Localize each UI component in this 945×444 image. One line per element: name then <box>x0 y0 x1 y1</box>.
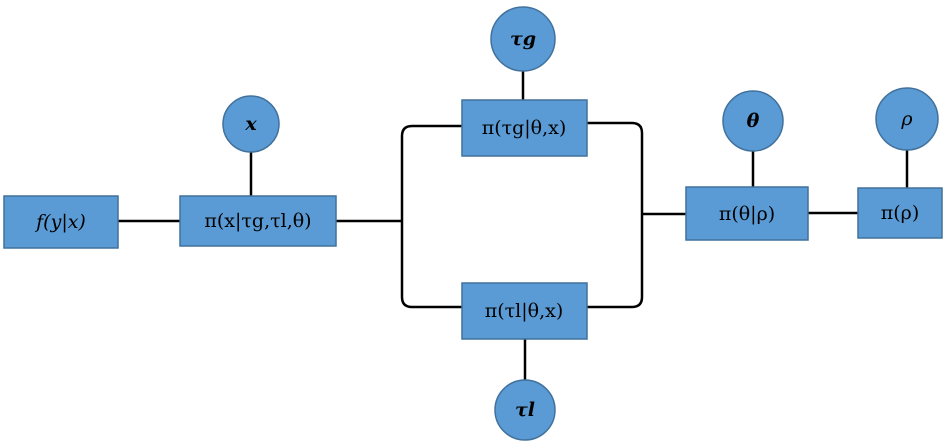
likelihood-label: f(y|x) <box>34 211 86 233</box>
tau-l-prior-label: π(τl|θ,x) <box>485 300 564 322</box>
rho-prior-box: π(ρ) <box>857 187 943 239</box>
rho-prior-box-rect <box>857 187 943 239</box>
theta-node-circle <box>722 90 784 152</box>
tau-l-prior-box-rect <box>461 282 588 340</box>
likelihood-box: f(y|x) <box>3 195 119 249</box>
tau-g-prior-box-rect <box>461 99 588 157</box>
rho-node-label: ρ <box>900 108 913 130</box>
x-node: x <box>222 95 280 153</box>
rho-prior-label: π(ρ) <box>881 202 919 224</box>
likelihood-box-rect <box>3 195 119 249</box>
rho-node-circle <box>875 87 939 151</box>
theta-prior-box-rect <box>685 186 809 241</box>
tau-l-node-circle <box>494 379 556 441</box>
theta-prior-label: π(θ|ρ) <box>719 203 775 225</box>
tau-g-prior-box: π(τg|θ,x) <box>461 99 588 157</box>
tau-g-node-circle <box>490 6 556 72</box>
left-bracket <box>400 124 462 309</box>
theta-node-label: θ <box>747 110 760 132</box>
connectors <box>118 70 909 382</box>
tau-g-node: τg <box>490 6 556 72</box>
x-prior-box-rect <box>179 195 337 247</box>
tau-l-node: τl <box>494 379 556 441</box>
x-node-circle <box>222 95 280 153</box>
tau-l-prior-box: π(τl|θ,x) <box>461 282 588 340</box>
theta-node: θ <box>722 90 784 152</box>
x-prior-label: π(x|τg,τl,θ) <box>204 210 311 232</box>
rho-node: ρ <box>875 87 939 151</box>
theta-prior-box: π(θ|ρ) <box>685 186 809 241</box>
tau-g-prior-label: π(τg|θ,x) <box>482 117 567 139</box>
right-bracket <box>587 121 644 309</box>
x-prior-box: π(x|τg,τl,θ) <box>179 195 337 247</box>
tau-g-node-label: τg <box>510 28 536 50</box>
x-node-label: x <box>244 113 257 135</box>
tau-l-node-label: τl <box>515 399 535 421</box>
